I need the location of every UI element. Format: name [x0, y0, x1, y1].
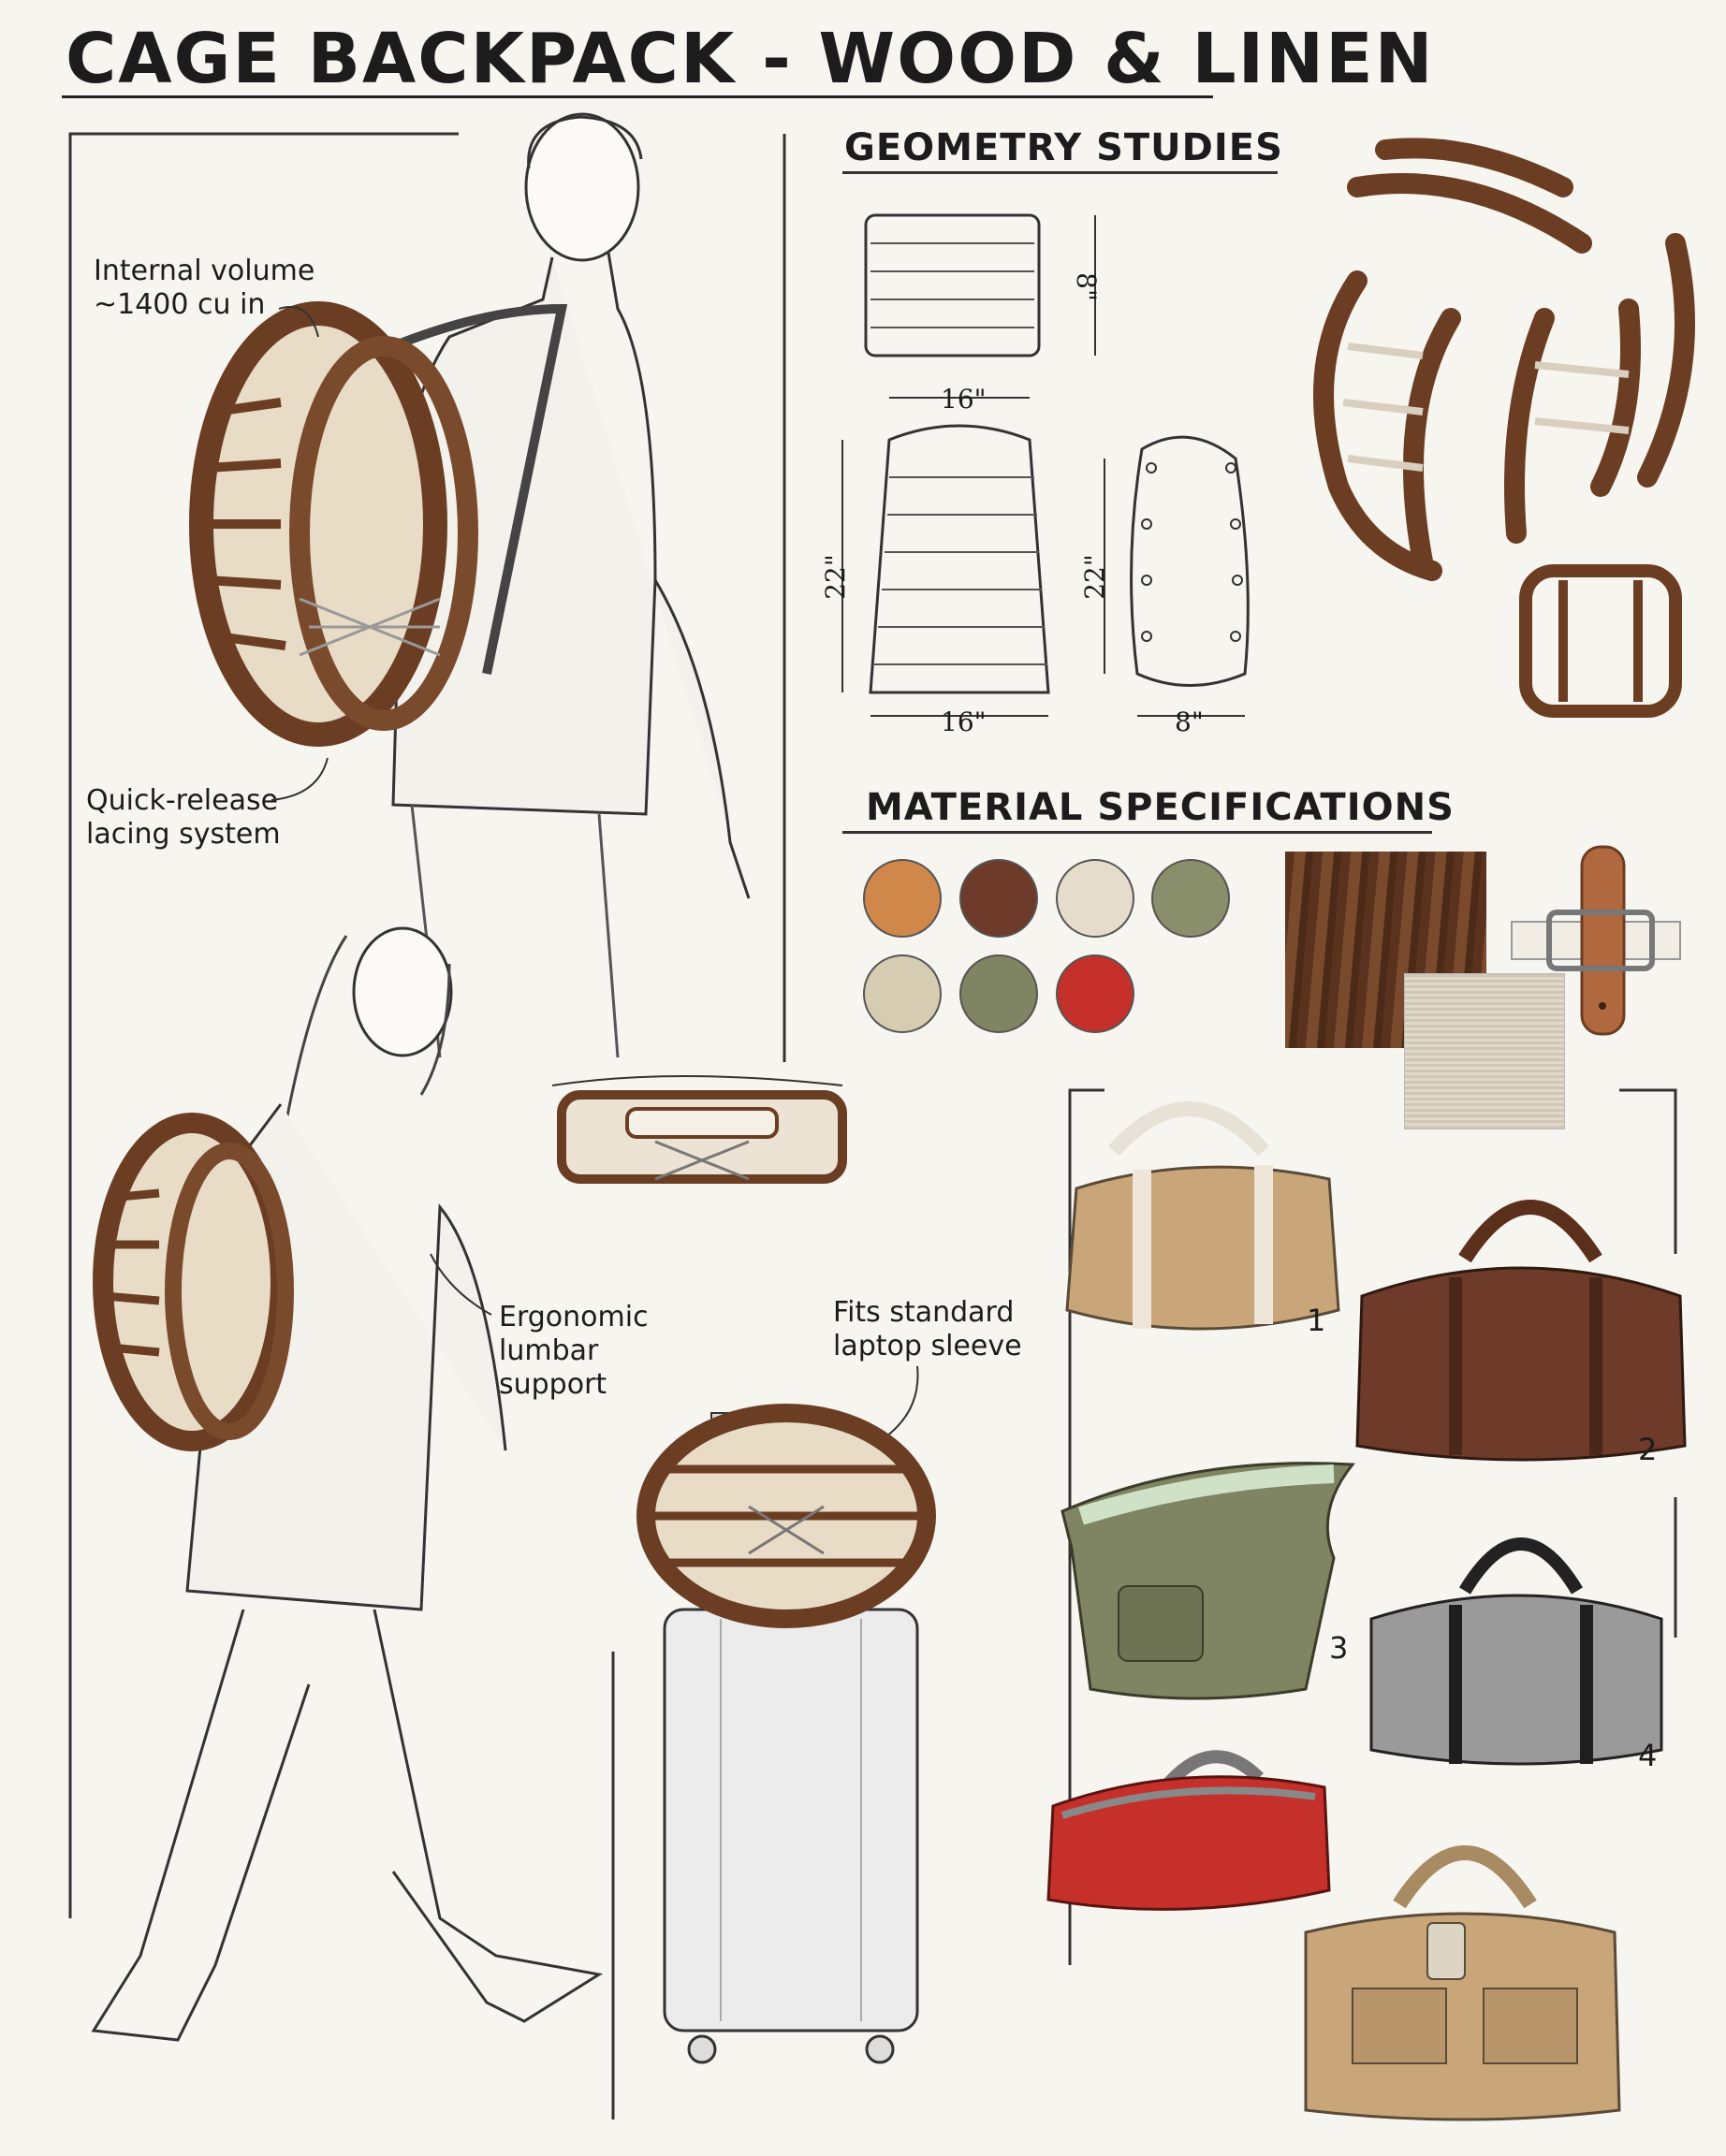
dim-side-depth: 8" [1175, 707, 1204, 737]
leather-strap-buckle-sample [1511, 845, 1681, 1036]
swatch-tan-leather [863, 859, 942, 938]
dim-front-width-top: 16" [941, 384, 987, 415]
dim-side-height: 22" [1078, 554, 1110, 600]
swatch-sand-canvas [863, 954, 942, 1033]
page-title: CAGE BACKPACK - WOOD & LINEN [66, 19, 1435, 99]
annotation-volume: Internal volume ~1400 cu in [94, 255, 315, 321]
material-specifications-heading: MATERIAL SPECIFICATIONS [866, 786, 1455, 829]
bag-3-olive-tote [1060, 1462, 1355, 1700]
bag-4-grey-duffel [1369, 1537, 1663, 1766]
swatch-red-canvas [1056, 954, 1134, 1033]
woman-with-cage-backpack-sketch [91, 926, 604, 2042]
geometry-heading-rule [842, 171, 1278, 174]
swatch-green-canvas [959, 954, 1038, 1033]
suitcase-with-cage-bag-sketch [636, 1404, 936, 2064]
annotation-leader-lines [271, 306, 919, 1442]
swatch-brown-leather [959, 859, 1038, 938]
bag-label-2: 2 [1638, 1432, 1658, 1467]
dim-front-height: 22" [819, 554, 851, 600]
annotation-lacing: Quick-release lacing system [86, 784, 281, 851]
exploded-frame-view [1313, 138, 1695, 718]
bag-6-canvas-weekender [1304, 1845, 1621, 2121]
geometry-drawings [841, 213, 1250, 717]
bag-1-canvas-duffel [1065, 1101, 1340, 1331]
annotation-lumbar: Ergonomic lumbar support [499, 1301, 649, 1401]
swatch-cream-linen [1056, 859, 1134, 938]
bag-2-leather-doctor-bag [1355, 1200, 1687, 1462]
bag-5-red-gym-bag [1046, 1750, 1331, 1911]
lacing-detail-sketch [551, 1075, 847, 1184]
swatch-olive-canvas [1151, 859, 1230, 938]
man-with-cage-backpack-sketch [189, 112, 751, 1058]
dim-top-depth: 8" [1070, 272, 1102, 301]
annotation-laptop: Fits standard laptop sleeve [833, 1296, 1022, 1362]
title-underline [62, 95, 1213, 98]
materials-heading-rule [842, 831, 1432, 834]
linen-fabric-sample [1404, 973, 1565, 1129]
bag-label-1: 1 [1307, 1303, 1326, 1338]
bag-label-3: 3 [1329, 1630, 1349, 1666]
geometry-studies-heading: GEOMETRY STUDIES [844, 126, 1283, 169]
dim-front-width-bottom: 16" [941, 707, 987, 737]
bag-label-4: 4 [1638, 1738, 1658, 1773]
